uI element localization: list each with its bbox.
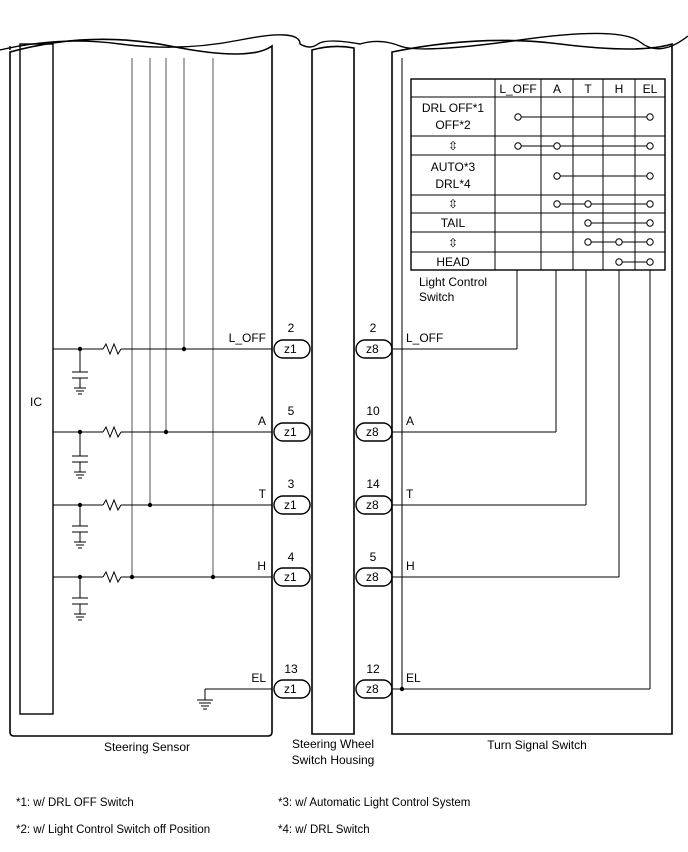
- switch-contact-point: [514, 113, 522, 121]
- light-control-switch-table: [410, 78, 666, 271]
- col-header-h: H: [615, 82, 624, 96]
- footnotes: *1: w/ DRL OFF Switch *2: w/ Light Contr…: [16, 797, 470, 836]
- switch-contact-point: [615, 258, 623, 266]
- signal-name: H: [257, 559, 266, 573]
- footnote: *2: w/ Light Control Switch off Position: [16, 824, 210, 836]
- switch-contact-point: [646, 219, 654, 227]
- signal-row-l-off-left: [53, 342, 272, 395]
- z1-label: z1: [284, 498, 297, 512]
- pin-z1: 4: [288, 550, 295, 564]
- col-header-t: T: [584, 82, 592, 96]
- pin-z8: 5: [370, 550, 377, 564]
- z1-label: z1: [284, 425, 297, 439]
- switch-contact-point: [514, 142, 522, 150]
- footnote: *3: w/ Automatic Light Control System: [278, 797, 470, 809]
- steering-wheel-switch-housing-label-1: Steering Wheel: [292, 737, 374, 751]
- switch-contact-point: [584, 200, 592, 208]
- col-header-l-off: L_OFF: [499, 82, 536, 96]
- row-label-off: OFF*2: [435, 118, 471, 132]
- switch-table-headers: L_OFF A T H EL: [499, 82, 657, 96]
- signal-name: L_OFF: [406, 331, 443, 345]
- steering-wheel-switch-housing-box: [311, 45, 355, 735]
- connector-z1-pins: [273, 339, 311, 699]
- pin-numbers: 2 5 3 4 13 2 10 14 5 12: [284, 321, 380, 676]
- z8-label: z8: [366, 498, 379, 512]
- signal-row-el-left: [197, 688, 272, 710]
- pin-z1: 13: [284, 662, 298, 676]
- row-label-auto: AUTO*3: [431, 160, 476, 174]
- switch-contact-point: [553, 200, 561, 208]
- pin-z8: 2: [370, 321, 377, 335]
- switch-contact-point: [553, 142, 561, 150]
- light-control-switch-label: Light Control Switch: [419, 275, 487, 304]
- footnote: *4: w/ DRL Switch: [278, 824, 370, 836]
- connector-labels: z1 z1 z1 z1 z1 z8 z8 z8 z8 z8: [284, 342, 379, 696]
- ic-label: IC: [30, 395, 42, 409]
- signal-name: A: [258, 414, 266, 428]
- signal-name: T: [259, 487, 267, 501]
- pin-z1: 5: [288, 404, 295, 418]
- row-label-tail: TAIL: [441, 216, 466, 230]
- row-label-drl: DRL*4: [435, 177, 471, 191]
- switch-contact-point: [615, 238, 623, 246]
- switch-contact-point: [584, 238, 592, 246]
- turn-signal-switch-box: [391, 39, 673, 735]
- switch-contact-point: [553, 172, 561, 180]
- ic-block: [19, 43, 54, 715]
- z8-label: z8: [366, 570, 379, 584]
- switch-contact-point: [646, 258, 654, 266]
- z8-label: z8: [366, 682, 379, 696]
- switch-table-row-labels: DRL OFF*1 OFF*2 ⇳ AUTO*3 DRL*4 ⇳ TAIL ⇳ …: [422, 101, 485, 269]
- component-captions: Steering Sensor Steering Wheel Switch Ho…: [104, 737, 587, 767]
- switch-contact-point: [646, 172, 654, 180]
- diagram-top-edge: [0, 32, 688, 51]
- footnote: *1: w/ DRL OFF Switch: [16, 797, 134, 809]
- col-header-a: A: [553, 82, 561, 96]
- signal-row-a-left: [53, 425, 272, 479]
- steering-wheel-switch-housing-label-2: Switch Housing: [292, 753, 375, 767]
- z8-label: z8: [366, 342, 379, 356]
- signal-name: EL: [406, 671, 421, 685]
- connector-z8-pins: [355, 339, 393, 699]
- pin-z8: 10: [366, 404, 380, 418]
- light-control-switch-label-line2: Switch: [419, 290, 454, 304]
- light-control-switch-label-line1: Light Control: [419, 275, 487, 289]
- pin-z1: 3: [288, 477, 295, 491]
- signal-name: T: [406, 487, 414, 501]
- switch-connections: [514, 113, 654, 266]
- pin-z8: 12: [366, 662, 380, 676]
- row-label-head: HEAD: [436, 255, 470, 269]
- z1-label: z1: [284, 682, 297, 696]
- switch-contact-point: [646, 142, 654, 150]
- col-header-el: EL: [643, 82, 658, 96]
- z1-label: z1: [284, 570, 297, 584]
- switch-contact-point: [646, 238, 654, 246]
- row-label-arrow: ⇳: [448, 236, 458, 250]
- right-side-wires: [392, 58, 651, 692]
- pin-z8: 14: [366, 477, 380, 491]
- signal-name: A: [406, 414, 414, 428]
- signal-names-right: L_OFF A T H EL: [406, 331, 443, 685]
- z8-label: z8: [366, 425, 379, 439]
- switch-contact-point: [646, 113, 654, 121]
- signal-name: EL: [251, 671, 266, 685]
- signal-name: H: [406, 559, 415, 573]
- signal-row-h-left: [53, 570, 272, 621]
- row-label-drl-off: DRL OFF*1: [422, 101, 485, 115]
- pin-z1: 2: [288, 321, 295, 335]
- row-label-arrow: ⇳: [448, 197, 458, 211]
- steering-sensor-box: [9, 38, 273, 737]
- signal-names-left: L_OFF A T H EL: [229, 331, 267, 685]
- steering-sensor-label: Steering Sensor: [104, 740, 190, 754]
- z1-label: z1: [284, 342, 297, 356]
- signal-row-t-left: [53, 498, 272, 549]
- row-label-arrow: ⇳: [448, 139, 458, 153]
- switch-contact-point: [646, 200, 654, 208]
- switch-contact-point: [584, 219, 592, 227]
- signal-name: L_OFF: [229, 331, 266, 345]
- turn-signal-switch-label: Turn Signal Switch: [487, 738, 587, 752]
